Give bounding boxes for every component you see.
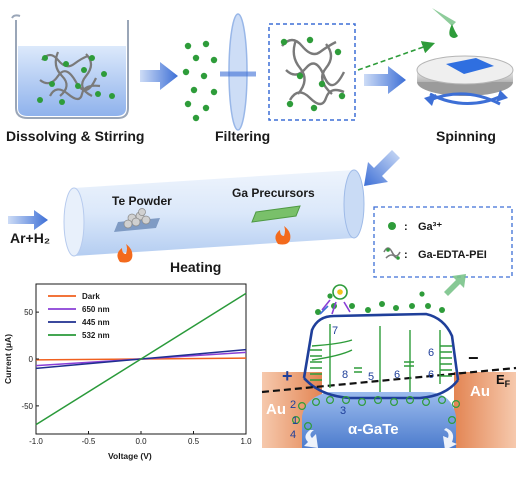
conduction-band — [302, 312, 460, 381]
complex-icon — [383, 247, 401, 259]
gas-inlet-arrow — [8, 210, 48, 230]
x-tick-label: -1.0 — [29, 437, 43, 446]
filter — [182, 13, 356, 131]
fermi-label: EF — [496, 372, 511, 389]
x-tick-label: 0.0 — [135, 437, 147, 446]
band-num-6a: 6 — [428, 347, 434, 359]
band-num-6b: 6 — [394, 369, 400, 381]
x-axis-title: Voltage (V) — [108, 451, 152, 461]
band-diagram — [261, 274, 517, 450]
spin-coater — [416, 8, 514, 106]
legend-sep-2: : — [404, 249, 408, 261]
legend-label-0: Dark — [82, 292, 100, 301]
band-num-7: 7 — [332, 325, 338, 337]
iv-chart: -1.0 -0.5 0.0 0.5 1.0 -50 0 50 Voltage (V) Curr… — [3, 283, 252, 461]
process-arrow-1 — [140, 62, 178, 90]
step-label-spinning: Spinning — [436, 128, 496, 144]
ga-ion-dot — [388, 222, 396, 230]
band-num-8: 8 — [342, 369, 348, 381]
legend-ga-ion: Ga³⁺ — [418, 221, 442, 233]
x-tick-label: 0.5 — [188, 437, 200, 446]
band-num-1: 1 — [292, 415, 298, 427]
x-tick-label: 1.0 — [240, 437, 252, 446]
y-tick-label: 0 — [29, 355, 34, 364]
fermi-level — [261, 366, 517, 394]
gas-inlet-label: Ar+H₂ — [10, 230, 50, 246]
legend-label-3: 532 nm — [82, 331, 110, 340]
step-label-heating: Heating — [170, 259, 221, 275]
au-left-label: Au — [266, 401, 286, 418]
channel-label: α-GaTe — [348, 421, 399, 438]
au-right-label: Au — [470, 383, 490, 400]
ga-precursors-label: Ga Precursors — [232, 186, 315, 200]
transfer-arrow — [357, 41, 436, 71]
light-icon — [319, 284, 351, 315]
band-numbers: 1 2 3 4 5 6 6 6 7 8 — [290, 325, 434, 441]
band-num-6c: 6 — [428, 369, 434, 381]
te-powder-label: Te Powder — [112, 194, 172, 208]
legend-sep-1: : — [404, 221, 408, 233]
process-arrow-2 — [364, 66, 406, 94]
band-num-2: 2 — [290, 399, 296, 411]
y-tick-label: -50 — [21, 402, 33, 411]
band-num-5: 5 — [368, 371, 374, 383]
x-tick-label: -0.5 — [82, 437, 96, 446]
beaker — [11, 14, 129, 119]
step-label-filtering: Filtering — [215, 128, 270, 144]
step-label-dissolving: Dissolving & Stirring — [6, 128, 144, 144]
gate-layer — [302, 392, 456, 448]
legend-complex: Ga-EDTA-PEI — [418, 249, 487, 261]
process-arrow-3 — [364, 150, 400, 186]
y-tick-label: 50 — [24, 308, 33, 317]
legend-label-2: 445 nm — [82, 318, 110, 327]
plus-sign: + — [282, 366, 293, 386]
au-right — [454, 372, 516, 448]
series-line-3 — [35, 292, 247, 426]
band-num-3: 3 — [340, 405, 346, 417]
legend-box — [373, 206, 513, 278]
band-num-4: 4 — [290, 429, 296, 441]
y-axis-title: Current (μA) — [3, 334, 13, 384]
valence-band — [303, 377, 460, 400]
tube-furnace — [63, 169, 365, 263]
legend-label-1: 650 nm — [82, 305, 110, 314]
minus-sign: − — [468, 348, 479, 368]
